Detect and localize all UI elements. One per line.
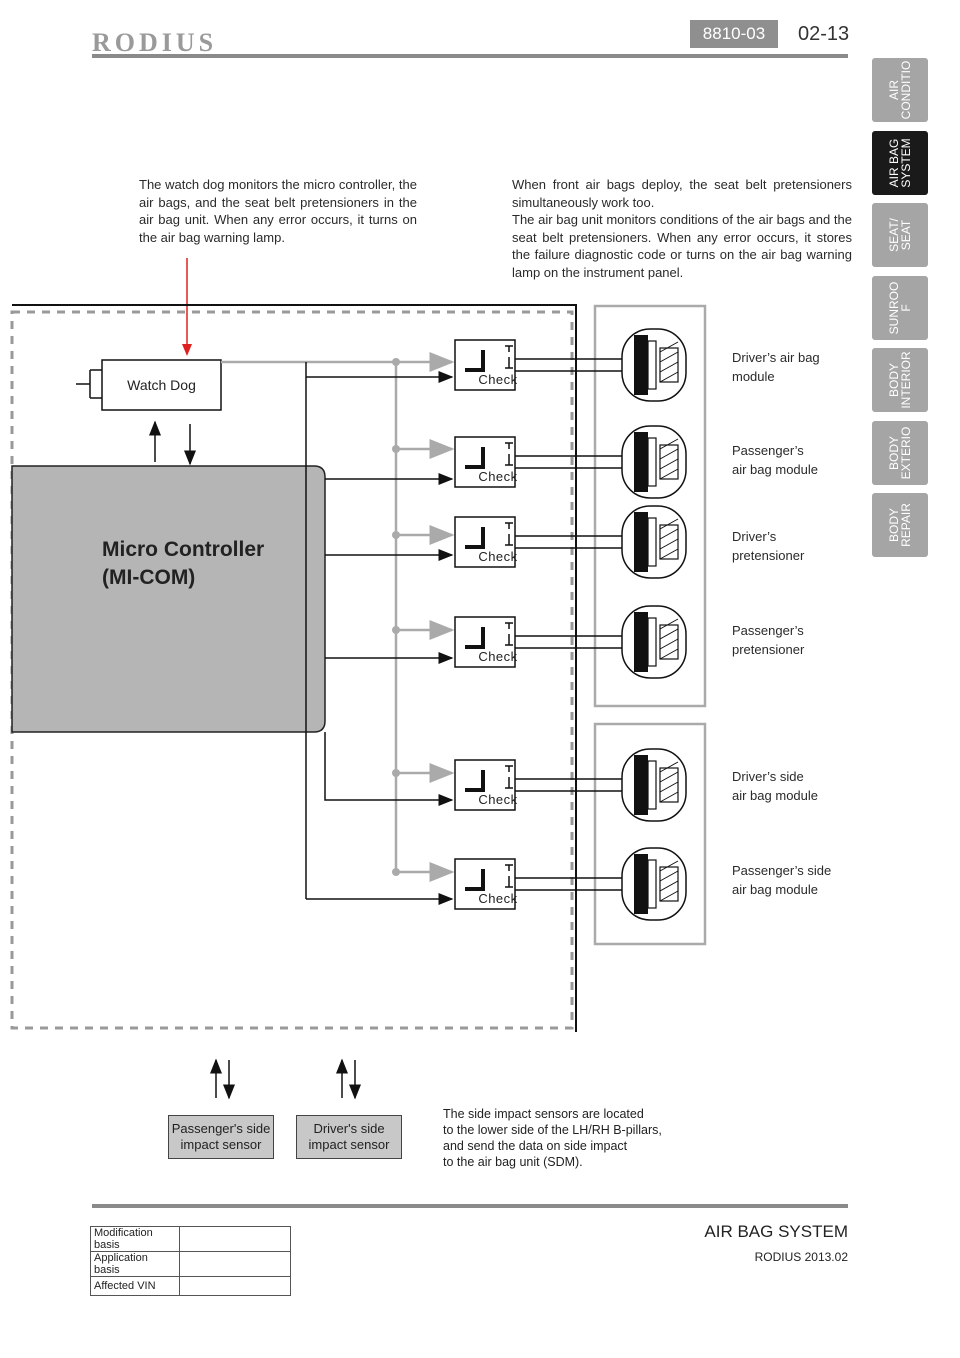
sdm-outline (12, 304, 577, 1032)
tab-label: BODY INTERIOR (887, 351, 913, 409)
table-row: Modification basis (90, 1226, 291, 1252)
micro-controller-title: Micro Controller (102, 538, 265, 561)
tab-label: BODY EXTERIO (887, 426, 913, 480)
module-label-driver-airbag: Driver’s air bag module (732, 350, 820, 384)
mod-value (179, 1251, 291, 1277)
module-label-driver-pretensioner: Driver’s pretensioner (732, 529, 805, 563)
module-label-passenger-side-airbag: Passenger’s side air bag module (732, 863, 832, 897)
driver-side-impact-sensor: Driver's side impact sensor (296, 1115, 402, 1159)
micro-controller-block (11, 465, 326, 733)
mod-value (179, 1276, 291, 1296)
watch-dog-label: Watch Dog (127, 377, 196, 393)
doc-code-badge: 8810-03 (690, 20, 778, 48)
tab-label: SUNROO F (887, 281, 913, 335)
tab-label: SEAT/ SEAT (887, 218, 913, 252)
tab-body-exterior[interactable]: BODY EXTERIO (872, 421, 928, 485)
tab-label: AIR CONDITIO (887, 60, 913, 120)
front-module-group (593, 304, 707, 708)
deploy-note: When front air bags deploy, the seat bel… (512, 176, 852, 281)
page-number: 02-13 (798, 23, 850, 45)
footer-section-title: AIR BAG SYSTEM (704, 1222, 848, 1241)
tab-sunroof[interactable]: SUNROO F (872, 276, 928, 340)
mod-key: Affected VIN (90, 1276, 180, 1296)
micro-controller-label: Micro Controller (MI-COM) (102, 536, 264, 592)
mod-key: Application basis (90, 1251, 180, 1277)
check-label: Check (478, 649, 518, 664)
check-label: Check (478, 469, 518, 484)
mod-key: Modification basis (90, 1226, 180, 1252)
check-label: Check (478, 891, 518, 906)
module-label-passenger-pretensioner: Passenger’s pretensioner (732, 623, 805, 657)
tab-label: AIR BAG SYSTEM (887, 138, 913, 188)
check-label: Check (478, 549, 518, 564)
modification-table: Modification basis Application basis Aff… (90, 1226, 291, 1296)
side-sensor-note: The side impact sensors are located to t… (443, 1107, 662, 1169)
tab-air-bag-system[interactable]: AIR BAG SYSTEM (872, 131, 928, 195)
deploy-note-line1: When front air bags deploy, the seat bel… (512, 177, 852, 210)
mod-value (179, 1226, 291, 1252)
deploy-note-line2: The air bag unit monitors conditions of … (512, 212, 852, 280)
tab-body-repair[interactable]: BODY REPAIR (872, 493, 928, 557)
module-label-passenger-airbag: Passenger’s air bag module (732, 443, 818, 477)
check-label: Check (478, 792, 518, 807)
tab-air-conditioning[interactable]: AIR CONDITIO (872, 58, 928, 122)
table-row: Application basis (90, 1251, 291, 1277)
brand-logo: RODIUS (92, 28, 218, 57)
airbag-block-diagram (10, 258, 707, 1100)
footer-version: RODIUS 2013.02 (754, 1250, 848, 1264)
side-module-group (593, 722, 707, 946)
check-label: Check (478, 372, 518, 387)
passenger-side-impact-sensor: Passenger's side impact sensor (168, 1115, 274, 1159)
table-row: Affected VIN (90, 1276, 291, 1296)
tab-seat[interactable]: SEAT/ SEAT (872, 203, 928, 267)
watchdog-note: The watch dog monitors the micro control… (139, 177, 417, 245)
footer-rule (92, 1204, 848, 1208)
tab-label: BODY REPAIR (887, 503, 913, 547)
header-rule (92, 54, 848, 58)
tab-body-interior[interactable]: BODY INTERIOR (872, 348, 928, 412)
watch-dog-block (101, 359, 222, 411)
module-label-driver-side-airbag: Driver’s side air bag module (732, 769, 818, 803)
micro-controller-subtitle: (MI-COM) (102, 566, 196, 589)
